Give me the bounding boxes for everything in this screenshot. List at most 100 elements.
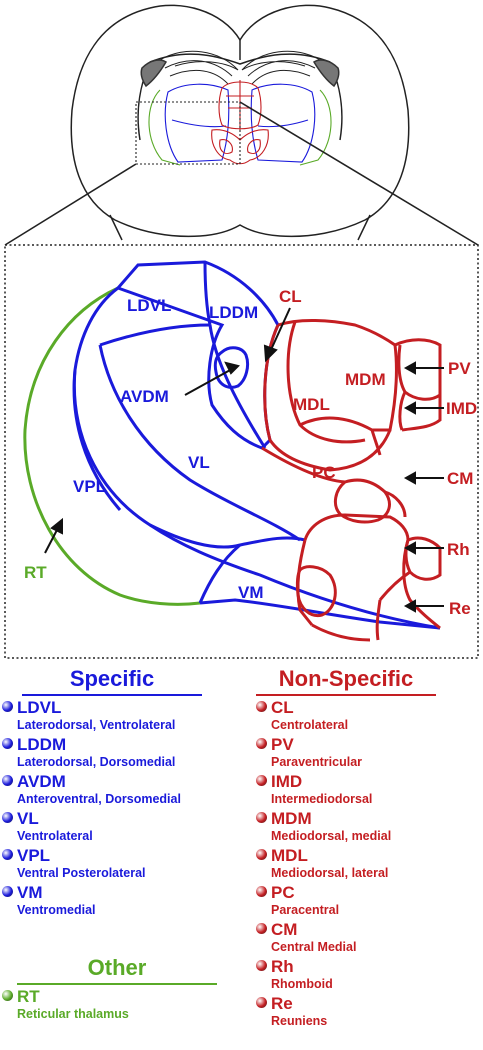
- brain-section: [70, 4, 410, 241]
- legend-full-name: Intermediodorsal: [271, 792, 373, 806]
- label-re: Re: [449, 599, 471, 618]
- specific-nuclei-outline: [72, 260, 441, 630]
- avdm-arrow: [184, 368, 233, 396]
- legend-abbr: IMD: [271, 772, 303, 791]
- legend-abbr: Re: [271, 994, 293, 1013]
- legend-full-name: Ventromedial: [17, 903, 96, 917]
- re-arrowhead: [403, 599, 416, 613]
- legend-abbr: RT: [17, 987, 40, 1006]
- cm-arrowhead: [403, 471, 416, 485]
- label-vl: VL: [188, 453, 210, 472]
- hippocampus-right: [241, 50, 321, 85]
- legend-full-name: Mediodorsal, lateral: [271, 866, 389, 880]
- legend-abbr: VL: [17, 809, 39, 828]
- legend-bullet-icon: [256, 997, 267, 1008]
- legend-abbr: VPL: [17, 846, 51, 865]
- thumbnail-thalamus: [135, 80, 332, 166]
- legend-bullet-icon: [2, 812, 13, 823]
- hippocampus-left: [159, 50, 239, 85]
- legend-bullet-icon: [2, 886, 13, 897]
- label-imd: IMD: [446, 399, 477, 418]
- legend-abbr: CL: [271, 698, 294, 717]
- legend-bullet-icon: [256, 960, 267, 971]
- rt-arrow: [44, 527, 59, 554]
- legend-full-name: Laterodorsal, Ventrolateral: [17, 718, 176, 732]
- legend-title-specific: Specific: [69, 666, 155, 691]
- legend-full-name: Paracentral: [271, 903, 340, 917]
- legend-full-name: Reticular thalamus: [17, 1007, 129, 1021]
- legend-bullet-icon: [256, 849, 267, 860]
- pv-arrowhead: [403, 361, 416, 375]
- label-lddm: LDDM: [209, 303, 258, 322]
- thalamus-diagram: LDVL LDDM CL AVDM MDM MDL PV IMD VL VPL …: [4, 4, 479, 659]
- label-ldvl: LDVL: [127, 296, 171, 315]
- legend-bullet-icon: [2, 701, 13, 712]
- legend-full-name: Anteroventral, Dorsomedial: [17, 792, 181, 806]
- legend-abbr: CM: [271, 920, 298, 939]
- legend-rule-nonspecific: [256, 694, 436, 696]
- legend-bullet-icon: [2, 738, 13, 749]
- label-mdl: MDL: [293, 395, 330, 414]
- legend-full-name: Rhomboid: [271, 977, 333, 991]
- label-vm: VM: [238, 583, 264, 602]
- legend-full-name: Central Medial: [271, 940, 357, 954]
- legend-bullet-icon: [256, 923, 267, 934]
- label-avdm: AVDM: [120, 387, 169, 406]
- legend-bullet-icon: [2, 775, 13, 786]
- legend-bullet-icon: [2, 990, 13, 1001]
- label-mdm: MDM: [345, 370, 386, 389]
- arrows: [44, 307, 444, 613]
- avdm-arrowhead: [224, 361, 240, 375]
- legend-abbr: LDDM: [17, 735, 67, 754]
- cl-arrow: [269, 307, 291, 353]
- label-vpl: VPL: [73, 477, 106, 496]
- legend-full-name: Mediodorsal, medial: [271, 829, 392, 843]
- ventricle-right: [312, 59, 340, 88]
- brain-outline: [70, 4, 410, 238]
- legend-bullet-icon: [2, 849, 13, 860]
- legend-bullet-icon: [256, 886, 267, 897]
- legend-rule-specific: [22, 694, 202, 696]
- label-cm: CM: [447, 469, 473, 488]
- rt-outline: [23, 286, 201, 606]
- label-pv: PV: [448, 359, 471, 378]
- diagram-labels: LDVL LDDM CL AVDM MDM MDL PV IMD VL VPL …: [24, 287, 477, 618]
- legend-abbr: Rh: [271, 957, 294, 976]
- legend-bullet-icon: [256, 775, 267, 786]
- legend-full-name: Ventrolateral: [17, 829, 93, 843]
- legend-abbr: LDVL: [17, 698, 62, 717]
- legend-full-name: Ventral Posterolateral: [17, 866, 146, 880]
- zoom-lines: [4, 101, 479, 246]
- legend-abbr: MDL: [271, 846, 308, 865]
- legend-bullet-icon: [256, 738, 267, 749]
- label-pc: PC: [312, 463, 336, 482]
- legend-full-name: Reuniens: [271, 1014, 328, 1028]
- legend-full-name: Paraventricular: [271, 755, 363, 769]
- legend-full-name: Centrolateral: [271, 718, 349, 732]
- legend-bullet-icon: [256, 701, 267, 712]
- legend-full-name: Laterodorsal, Dorsomedial: [17, 755, 176, 769]
- legend-abbr: PC: [271, 883, 295, 902]
- label-rt: RT: [24, 563, 47, 582]
- legend-rule-other: [17, 983, 217, 985]
